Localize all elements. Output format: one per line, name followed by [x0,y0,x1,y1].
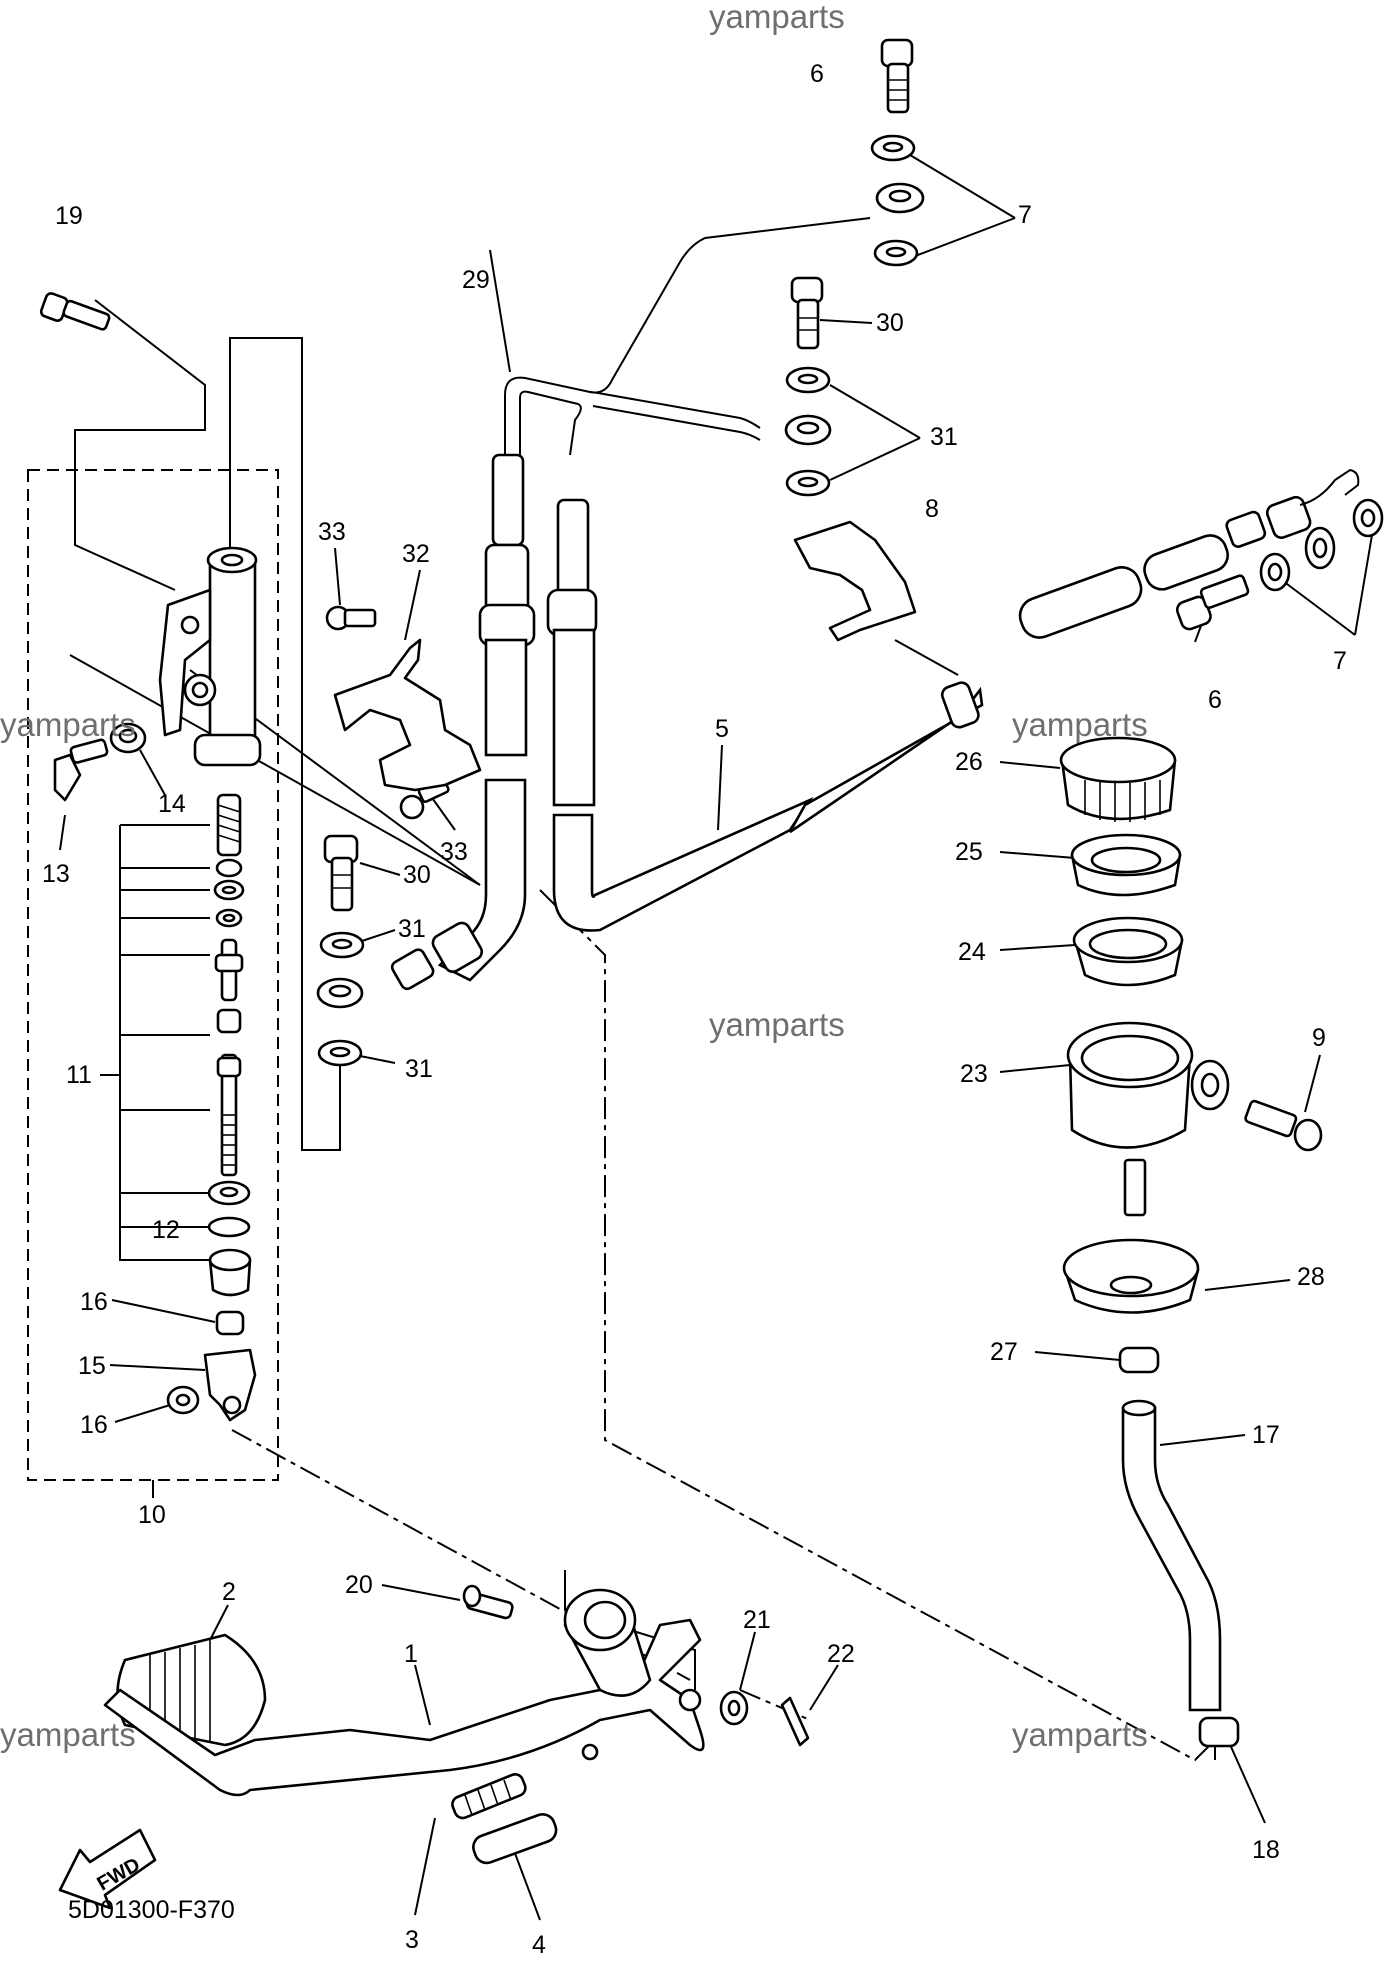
callout-31: 31 [405,1055,433,1083]
callout-11: 11 [66,1061,92,1089]
hose-clamp-18 [1198,1716,1240,1748]
watermark: yamparts [709,0,845,35]
watermark: yamparts [709,1006,845,1043]
callout-16: 16 [80,1411,108,1439]
callout-10: 10 [138,1501,166,1529]
callout-7: 7 [1018,201,1032,229]
master-cylinder-assembly [39,292,262,1422]
callout-27: 27 [990,1338,1018,1366]
callout-18: 18 [1252,1836,1280,1864]
watermark: yamparts [1012,1716,1148,1753]
callout-26: 26 [955,748,983,776]
callout-21: 21 [743,1606,771,1634]
banjo-bolt-30 [790,276,824,304]
callout-30: 30 [876,309,904,337]
callout-12: 12 [152,1216,180,1244]
return-spring-3 [451,1773,527,1820]
sleeve-4 [472,1813,558,1865]
callout-4: 4 [532,1931,546,1959]
callout-28: 28 [1297,1263,1325,1291]
brake-pedal-assembly [103,1584,810,1865]
callout-17: 17 [1252,1421,1280,1449]
callout-32: 32 [402,540,430,568]
callout-5: 5 [715,715,729,743]
callout-16: 16 [80,1288,108,1316]
callout-8: 8 [925,495,939,523]
callout-25: 25 [955,838,983,866]
callout-24: 24 [958,938,986,966]
leader-lines [27,154,1373,1921]
hose-bracket-8 [793,520,917,642]
spring [216,793,242,857]
callout-33: 33 [318,518,346,546]
callout-1: 1 [404,1640,418,1668]
callout-7: 7 [1333,647,1347,675]
drawing-code: 5D01300-F370 [68,1896,235,1924]
brake-hoses [390,217,1360,1712]
callout-15: 15 [78,1352,106,1380]
watermark: yamparts [0,706,136,743]
callout-19: 19 [55,202,83,230]
callouts: 6 7 19 29 30 31 8 33 32 7 6 5 26 25 24 2… [42,60,1347,1959]
callout-31: 31 [398,915,426,943]
callout-9: 9 [1312,1024,1326,1052]
callout-2: 2 [222,1578,236,1606]
watermark: yamparts [1012,706,1148,743]
callout-13: 13 [42,860,70,888]
banjo-bolt-6 [880,38,914,68]
master-cylinder-body [208,558,257,752]
callout-23: 23 [960,1060,988,1088]
watermarks: yamparts yamparts yamparts yamparts yamp… [0,0,1148,1753]
hose-bracket-32 [333,638,482,792]
callout-30: 30 [403,861,431,889]
reservoir-assembly [1059,736,1323,1748]
callout-6: 6 [810,60,824,88]
hose-clamp-27 [1118,1346,1160,1374]
callout-14: 14 [158,790,186,818]
watermark: yamparts [0,1716,136,1753]
callout-6: 6 [1208,686,1222,714]
banjo-bolts [316,38,1384,1067]
clevis-15 [203,1348,257,1422]
callout-31: 31 [930,423,958,451]
callout-33: 33 [440,838,468,866]
assembly-group-box [27,469,279,1481]
callout-3: 3 [405,1926,419,1954]
callout-20: 20 [345,1571,373,1599]
callout-22: 22 [827,1640,855,1668]
callout-29: 29 [462,266,490,294]
